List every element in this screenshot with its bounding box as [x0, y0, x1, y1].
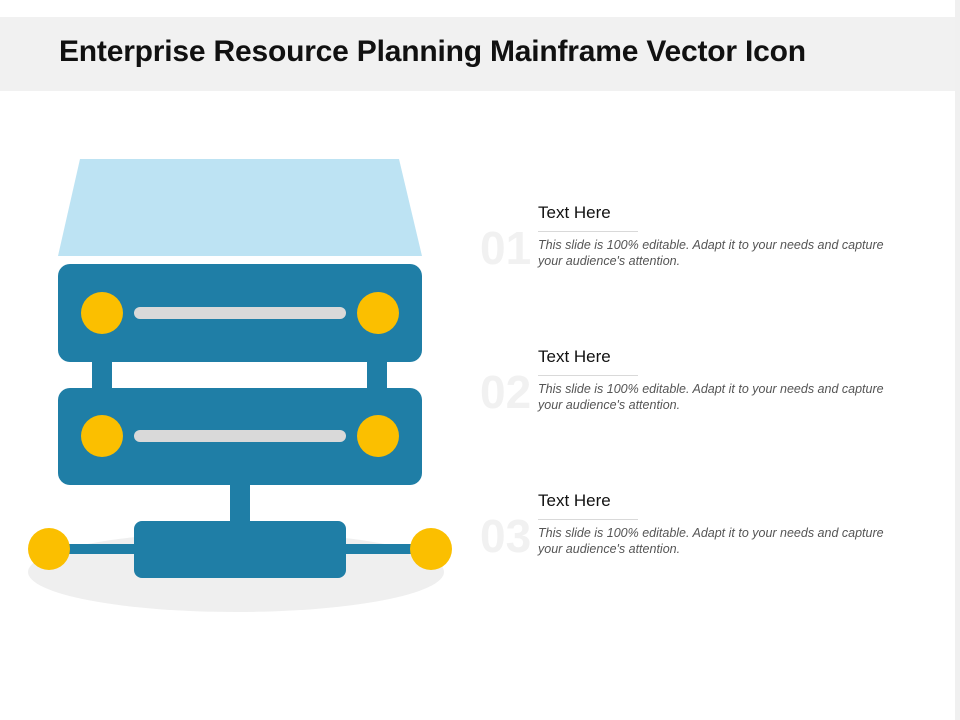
monitor-screen [58, 159, 422, 256]
mainframe-server-icon [28, 159, 452, 612]
network-node-right [410, 528, 452, 570]
item-number: 03 [480, 510, 532, 562]
item-body: This slide is 100% editable. Adapt it to… [538, 382, 884, 412]
stand-connector [230, 478, 250, 524]
item-divider [538, 519, 638, 520]
item-heading: Text Here [538, 203, 611, 222]
title-band [0, 17, 955, 91]
item-body: This slide is 100% editable. Adapt it to… [538, 526, 884, 556]
item-number: 01 [480, 222, 532, 274]
item-divider [538, 375, 638, 376]
network-node-left [28, 528, 70, 570]
indicator-light-top-right [357, 292, 399, 334]
slot-bar-bottom [134, 430, 346, 442]
item-heading: Text Here [538, 491, 611, 510]
list-item: 01 Text Here This slide is 100% editable… [478, 203, 898, 293]
indicator-light-bottom-right [357, 415, 399, 457]
indicator-light-top-left [81, 292, 123, 334]
item-number: 02 [480, 366, 532, 418]
item-divider [538, 231, 638, 232]
list-item: 02 Text Here This slide is 100% editable… [478, 347, 898, 437]
right-connector [367, 355, 387, 391]
indicator-light-bottom-left [81, 415, 123, 457]
item-body: This slide is 100% editable. Adapt it to… [538, 238, 884, 268]
list-item: 03 Text Here This slide is 100% editable… [478, 491, 898, 581]
item-heading: Text Here [538, 347, 611, 366]
right-border [955, 0, 960, 720]
slot-bar-top [134, 307, 346, 319]
left-connector [92, 355, 112, 391]
page-title: Enterprise Resource Planning Mainframe V… [59, 35, 806, 68]
network-hub [134, 521, 346, 578]
